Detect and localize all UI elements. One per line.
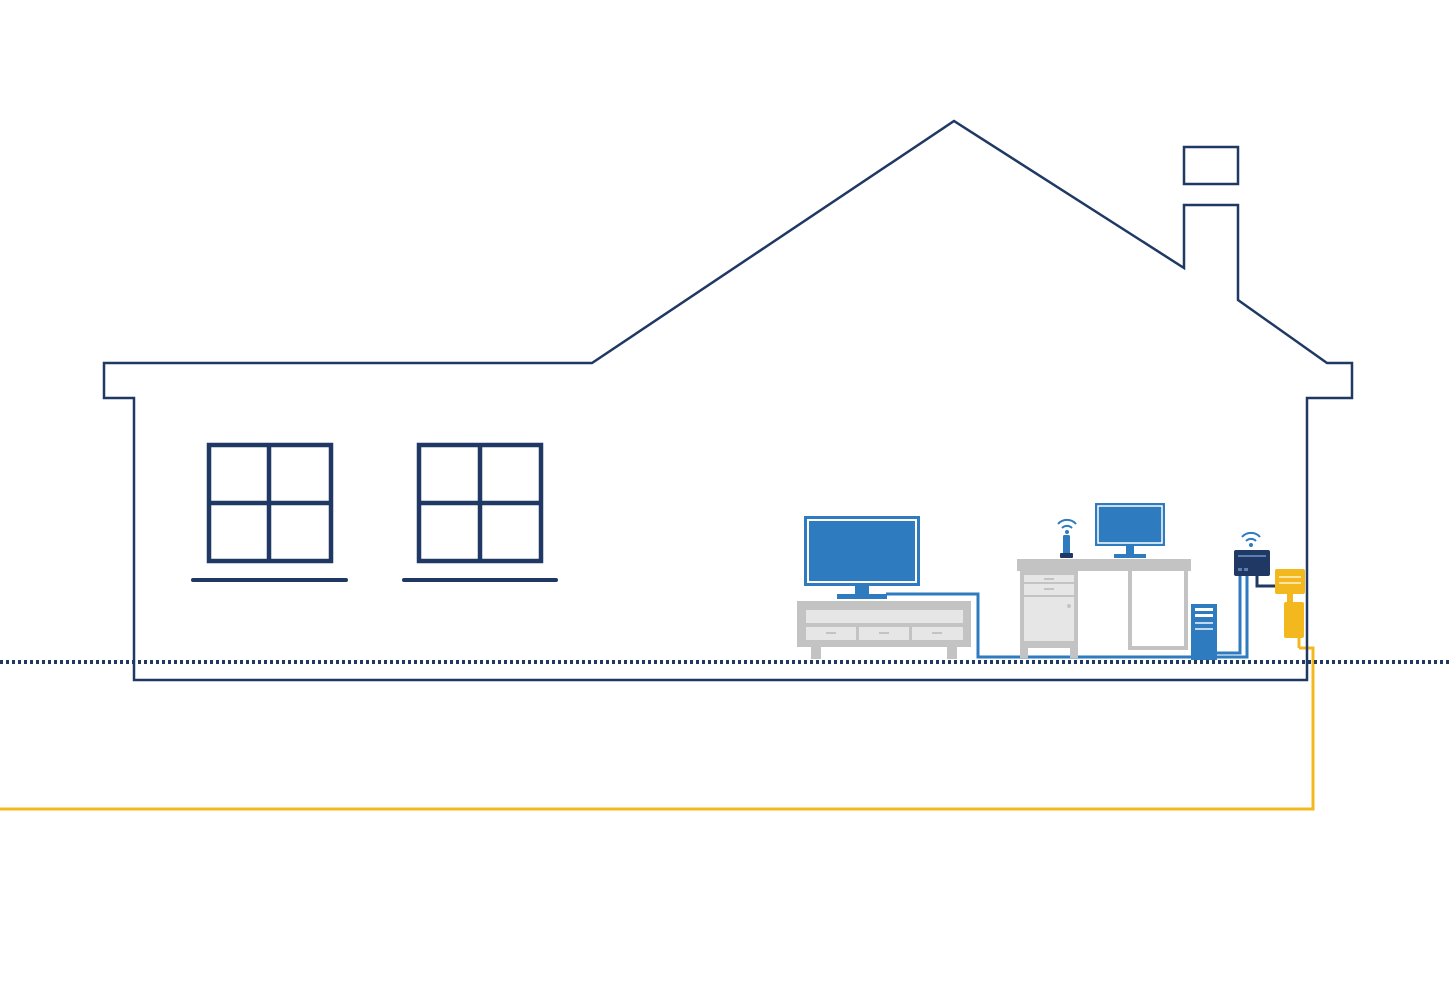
router-icon: [1234, 550, 1270, 576]
desk: [1017, 559, 1191, 658]
wifi-icon: [1057, 518, 1077, 534]
window-left: [191, 442, 348, 582]
wifi-icon: [1241, 531, 1261, 547]
network-cable-router-ext: [1216, 576, 1249, 659]
window-right: [402, 442, 558, 582]
utility-cable-underground: [0, 646, 1315, 811]
network-cable-tv: [886, 592, 1192, 659]
pc-tower-icon: [1191, 604, 1217, 660]
tv-stand: [797, 601, 971, 659]
network-cable-router-pc: [1216, 576, 1242, 655]
cordless-phone-icon: [1060, 535, 1073, 558]
tv-icon: [804, 516, 920, 599]
desktop-monitor-icon: [1095, 503, 1165, 558]
broadband-junction-box-icon: [1275, 569, 1305, 638]
house-outline: [102, 119, 1354, 682]
chimney-cap: [1182, 145, 1240, 186]
router-utility-cable: [1255, 576, 1276, 588]
